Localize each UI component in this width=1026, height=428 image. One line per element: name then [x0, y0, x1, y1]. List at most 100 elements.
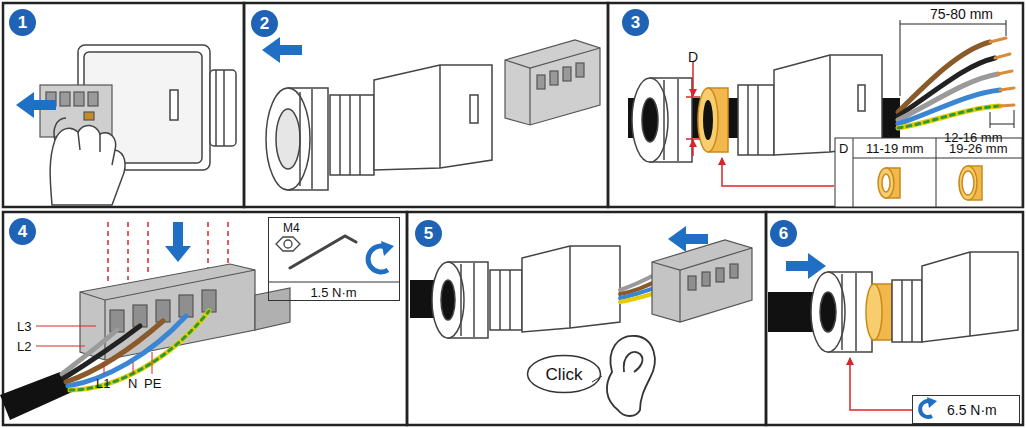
hand	[50, 118, 125, 205]
wire-bundle	[898, 42, 1000, 128]
cable-nut	[841, 274, 843, 350]
connector-housing	[223, 70, 225, 146]
dimension-label: D	[688, 50, 698, 64]
wire-name: N	[128, 377, 137, 390]
table-cell: 19-26 mm	[949, 142, 1008, 155]
diameter-arrow	[686, 62, 700, 156]
dimension-line	[900, 20, 1014, 128]
cable-nut	[432, 262, 464, 338]
motion-arrow	[165, 222, 191, 262]
wire-bundle	[70, 311, 209, 390]
panel-frame	[3, 3, 244, 207]
diameter-arrow	[686, 138, 700, 140]
copper-tip	[1000, 105, 1014, 106]
connector-body	[490, 270, 522, 330]
step-number-text: 5	[424, 225, 433, 242]
connector-body	[490, 246, 620, 332]
terminal-block	[702, 272, 710, 286]
connector-body	[569, 246, 571, 328]
motion-arrow	[262, 37, 302, 63]
rotate-arrow	[381, 241, 394, 256]
wire-name: L3	[17, 320, 31, 333]
cable-nut	[276, 109, 300, 169]
panel-frame	[608, 3, 1023, 207]
callout-line	[152, 352, 153, 374]
motion-arrow	[786, 253, 826, 279]
step-number: 5	[415, 220, 442, 247]
bubble-outline	[528, 356, 601, 393]
copper-tip	[995, 54, 1010, 58]
ear-icon	[624, 352, 643, 372]
copper-tip	[990, 38, 1006, 42]
bubble-tail	[592, 376, 602, 382]
copper-tip	[998, 71, 1012, 74]
wire-name: PE	[144, 377, 161, 390]
terminal-block	[537, 75, 545, 89]
connector-body	[522, 246, 620, 332]
motion-arrow	[165, 222, 191, 262]
terminal-block	[679, 270, 680, 322]
seal-ring	[703, 100, 713, 140]
connector-body	[470, 95, 478, 123]
callout-line	[36, 326, 96, 327]
connector-body	[922, 252, 1018, 342]
step-number: 1	[9, 9, 36, 36]
callout-line	[133, 362, 134, 374]
connector-body	[339, 95, 341, 175]
step-number-text: 3	[631, 14, 640, 31]
panel-frame	[244, 3, 608, 207]
motion-arrow	[16, 92, 56, 118]
seal-ring	[866, 284, 882, 340]
size-table	[835, 138, 1022, 207]
diameter-arrow	[692, 140, 694, 156]
terminal-block	[88, 92, 98, 106]
seal-ring-icon	[962, 171, 974, 195]
wire-bundle	[70, 311, 209, 390]
dimension-line	[990, 110, 1014, 128]
ear-icon	[607, 336, 655, 416]
connector-body	[892, 252, 1018, 342]
panel-frame	[407, 212, 766, 425]
terminal-block	[84, 112, 94, 120]
connector-body	[509, 270, 511, 330]
seal-ring	[866, 284, 892, 340]
connector-housing	[215, 70, 217, 146]
rotate-arrow	[920, 397, 937, 417]
step-number-text: 6	[779, 225, 788, 242]
cable	[0, 372, 72, 420]
cable	[0, 372, 72, 420]
wire-bundle	[64, 326, 140, 378]
cable-nut	[855, 273, 857, 351]
dimension-label: 75-80 mm	[930, 7, 993, 21]
terminal-block	[60, 92, 70, 106]
dimension-line	[900, 20, 1006, 96]
copper-tip	[990, 38, 1014, 106]
step-number-text: 2	[260, 15, 269, 32]
terminal-block	[730, 264, 738, 278]
copper-tip	[1000, 88, 1014, 90]
leader-line	[850, 358, 912, 410]
connector-body	[911, 280, 913, 342]
connector-body	[757, 85, 759, 155]
step-number: 3	[622, 9, 649, 36]
size-table	[853, 158, 1022, 159]
ear-icon	[607, 336, 655, 416]
insert-guide	[127, 222, 129, 280]
seal-ring-icon	[959, 166, 977, 200]
size-table	[835, 138, 1022, 207]
wire-bundle	[898, 74, 998, 120]
cable-nut	[432, 262, 488, 338]
node-text: 6.5 N·m	[947, 403, 997, 417]
hand	[50, 125, 125, 205]
node-text: 1.5 N·m	[269, 286, 398, 299]
callout-line	[36, 346, 85, 347]
wire-bundle	[898, 106, 1000, 128]
connector-body	[858, 85, 865, 111]
terminal-block	[550, 71, 558, 85]
hex-nut	[284, 240, 292, 248]
node-text: Click	[546, 366, 583, 383]
wire-name: L2	[17, 340, 31, 353]
insert-guide	[207, 222, 209, 268]
